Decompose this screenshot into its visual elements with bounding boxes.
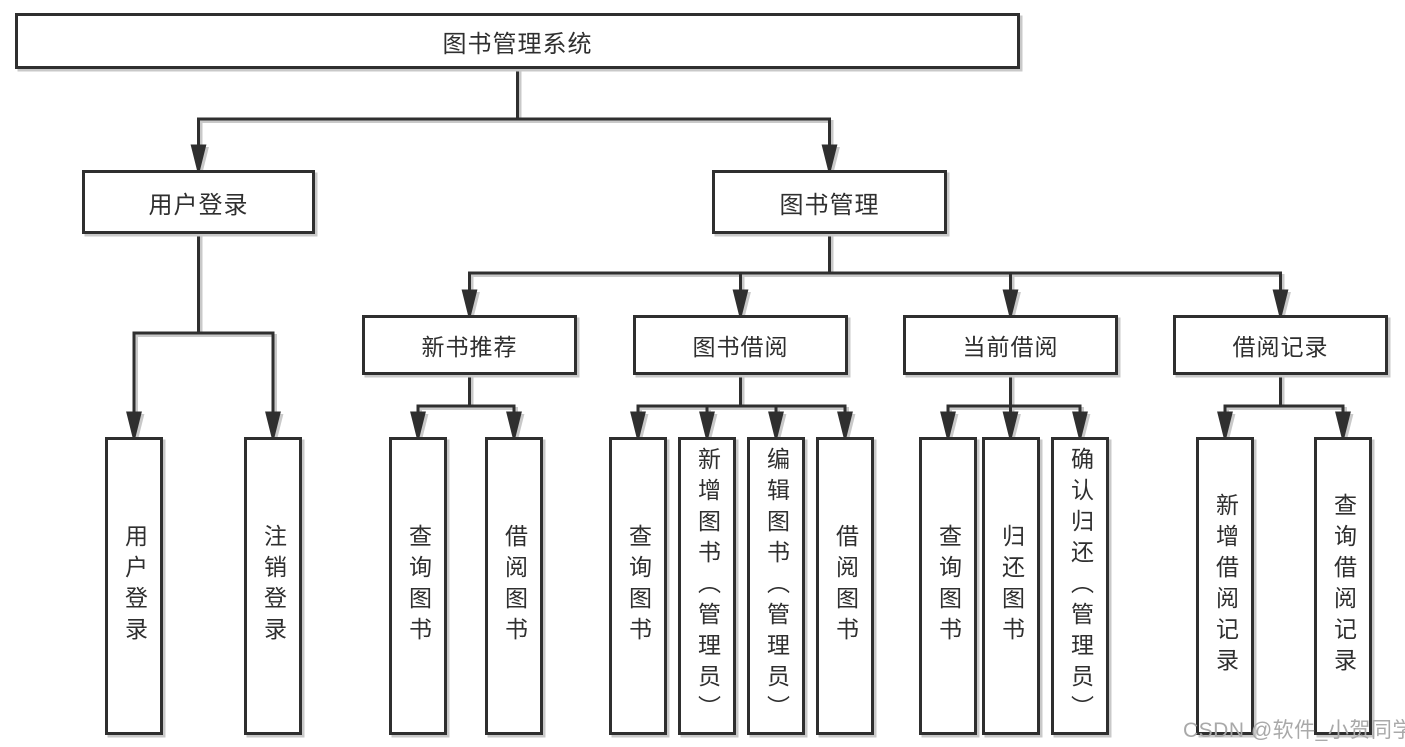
node-library-management-system: 图书管理系统 xyxy=(15,13,1020,69)
node-current-borrow: 当前借阅 xyxy=(903,315,1118,375)
leaf-logout: 注销登录 xyxy=(244,437,302,735)
leaf-query-borrow-record: 查询借阅记录 xyxy=(1314,437,1372,735)
leaf-add-borrow-record: 新增借阅记录 xyxy=(1196,437,1254,735)
node-user-login: 用户登录 xyxy=(82,170,315,234)
leaf-borrow-books-recommend: 借阅图书 xyxy=(485,437,543,735)
leaf-confirm-return-admin: 确认归还（管理员） xyxy=(1051,437,1109,735)
leaf-query-books-current: 查询图书 xyxy=(919,437,977,735)
watermark: CSDN @软件_小贺同学 xyxy=(1183,719,1405,742)
node-new-book-recommend: 新书推荐 xyxy=(362,315,577,375)
connector-main xyxy=(126,67,1351,439)
leaf-edit-books-admin: 编辑图书（管理员） xyxy=(747,437,805,735)
leaf-query-books-borrow: 查询图书 xyxy=(609,437,667,735)
node-book-management: 图书管理 xyxy=(712,170,947,234)
leaf-borrow-books: 借阅图书 xyxy=(816,437,874,735)
leaf-user-login: 用户登录 xyxy=(105,437,163,735)
node-borrow-records: 借阅记录 xyxy=(1173,315,1388,375)
node-book-borrow: 图书借阅 xyxy=(633,315,848,375)
leaf-return-books: 归还图书 xyxy=(982,437,1040,735)
leaf-query-books-recommend: 查询图书 xyxy=(389,437,447,735)
leaf-add-books-admin: 新增图书（管理员） xyxy=(678,437,736,735)
